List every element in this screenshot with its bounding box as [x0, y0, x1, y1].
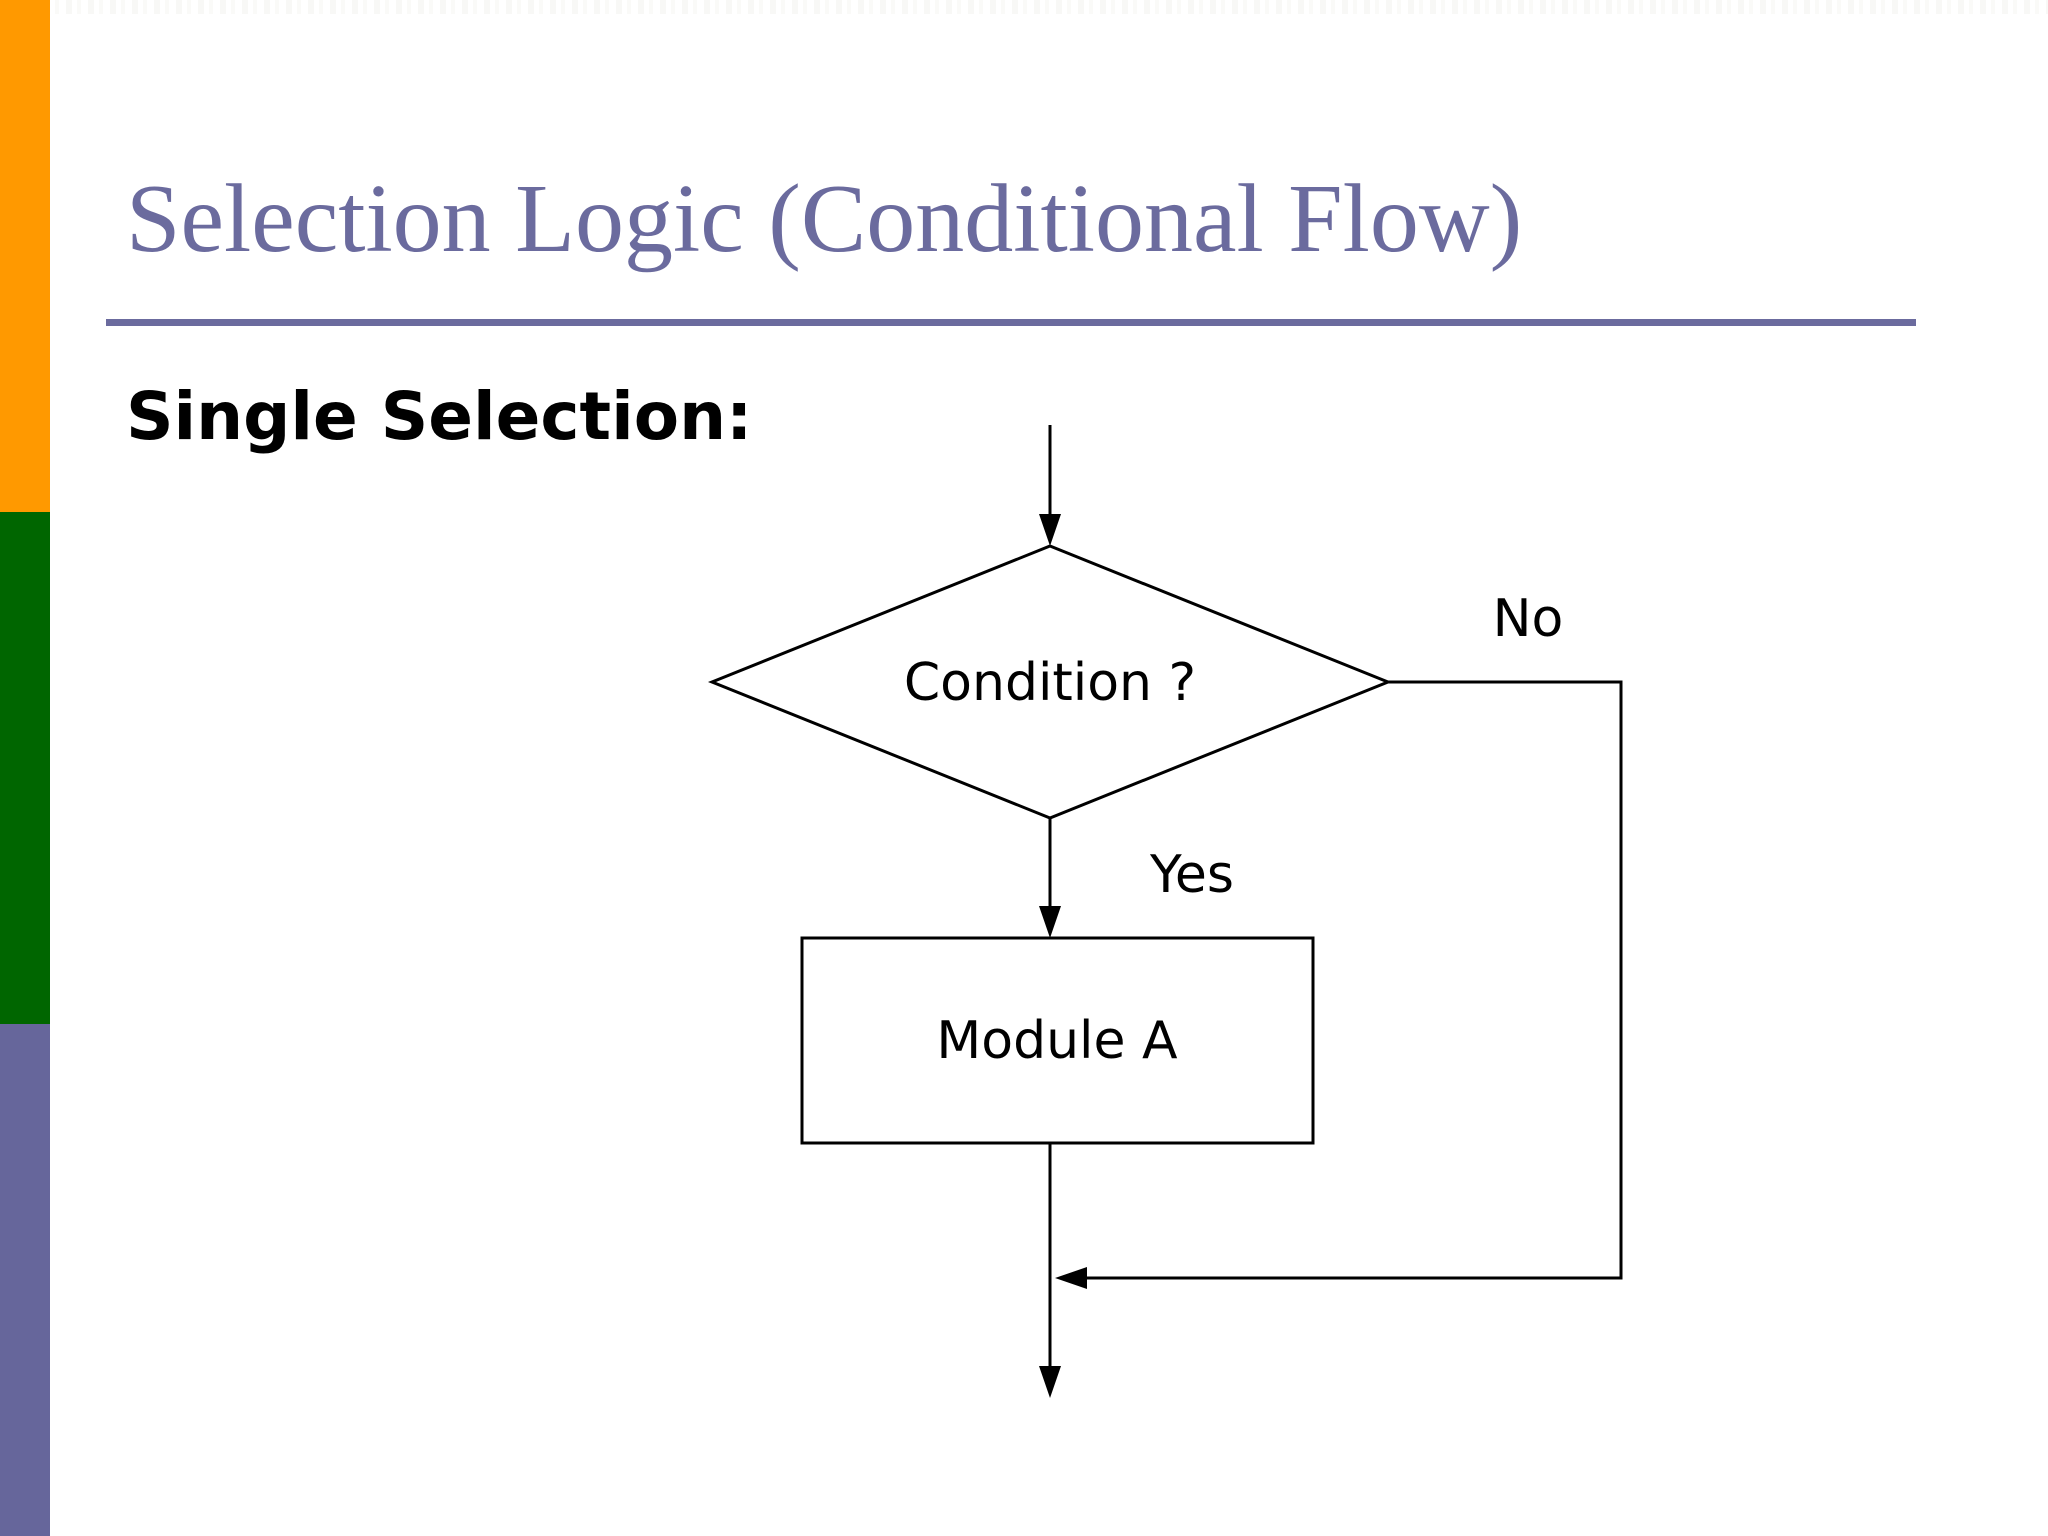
- yes-arrowhead-icon: [1039, 906, 1061, 938]
- process-box: [800, 936, 1315, 1145]
- page-title: Selection Logic (Conditional Flow): [126, 165, 1523, 273]
- sidebar-color-bands: [0, 0, 50, 1536]
- entry-arrowhead-icon: [1039, 514, 1061, 546]
- no-branch-label: No: [1493, 589, 1564, 649]
- sidebar-band-green: [0, 512, 50, 1024]
- title-underline: [106, 319, 1916, 326]
- section-heading: Single Selection:: [126, 378, 753, 455]
- sidebar-band-orange: [0, 0, 50, 512]
- yes-branch-label: Yes: [1149, 845, 1234, 905]
- sidebar-band-purple: [0, 1024, 50, 1536]
- exit-arrowhead-icon: [1039, 1366, 1061, 1398]
- top-artifact-strip: [0, 0, 2048, 14]
- decision-label: Condition ?: [904, 653, 1196, 713]
- process-label: Module A: [936, 1011, 1178, 1071]
- no-arrowhead-icon: [1055, 1267, 1087, 1289]
- no-flow-line: [1085, 680, 1623, 1280]
